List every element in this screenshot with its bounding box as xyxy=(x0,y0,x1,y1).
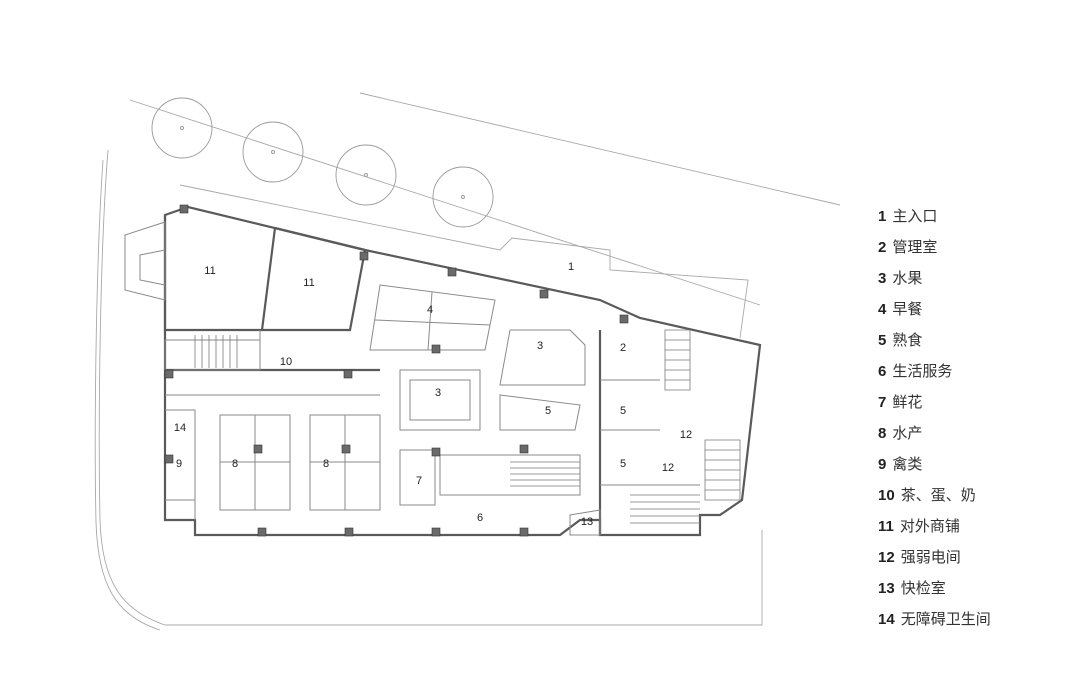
plan-number-14: 14 xyxy=(174,422,186,434)
stall-outlines xyxy=(164,284,586,511)
plan-number-4: 4 xyxy=(427,304,433,316)
plan-number-1: 1 xyxy=(568,261,574,273)
plan-number-12b: 12 xyxy=(662,462,674,474)
plan-number-12a: 12 xyxy=(680,429,692,441)
site-lines xyxy=(94,92,841,631)
plan-number-3a: 3 xyxy=(537,340,543,352)
plan-number-6: 6 xyxy=(477,512,483,524)
plan-number-9: 9 xyxy=(176,458,182,470)
plan-number-13: 13 xyxy=(581,516,593,528)
plan-number-5a: 5 xyxy=(545,405,551,417)
plan-number-11b: 11 xyxy=(303,277,314,289)
columns xyxy=(164,204,629,537)
plan-number-7: 7 xyxy=(416,475,422,487)
plan-number-8a: 8 xyxy=(232,458,238,470)
plan-number-11a: 11 xyxy=(204,265,215,277)
plan-number-8b: 8 xyxy=(323,458,329,470)
plan-number-5c: 5 xyxy=(620,458,626,470)
plan-number-5b: 5 xyxy=(620,405,626,417)
trees xyxy=(151,97,494,228)
plan-number-10: 10 xyxy=(280,356,292,368)
plan-number-2: 2 xyxy=(620,342,626,354)
room-numbers: 1 2 3 3 4 5 5 5 6 7 8 8 9 10 11 11 12 12… xyxy=(174,261,692,528)
plan-number-3b: 3 xyxy=(435,387,441,399)
stairs xyxy=(194,329,741,524)
